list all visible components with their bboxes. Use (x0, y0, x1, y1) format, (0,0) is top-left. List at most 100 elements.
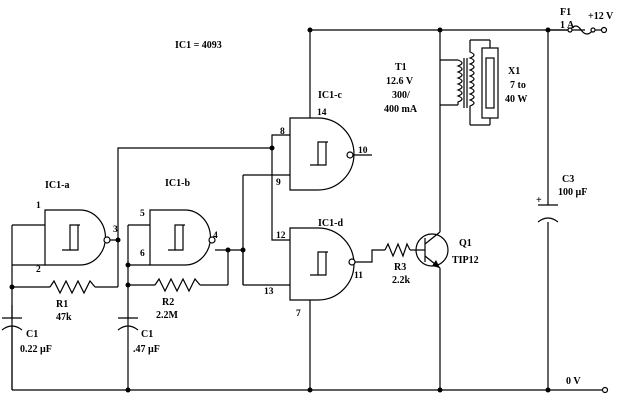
capacitor-c3 (537, 204, 559, 223)
junction-dot (307, 387, 313, 393)
junction-dot (125, 387, 131, 393)
gate-d-pin12: 12 (276, 231, 286, 241)
cap-plate-curved (537, 217, 559, 223)
gate-ic1-d (289, 227, 356, 301)
t1-name: T1 (395, 62, 407, 73)
gate-b-pin5: 5 (140, 209, 145, 219)
ic-note-label: IC1 = 4093 (175, 40, 222, 51)
supply-ground-label: 0 V (566, 376, 581, 387)
c3-value: 100 µF (558, 187, 587, 198)
junction-dot (437, 387, 443, 393)
a-to-c-pin8-wire (117, 147, 272, 240)
gate-c-pin8: 8 (280, 127, 285, 137)
junction-dot (545, 387, 551, 393)
gate-a-pin2: 2 (36, 265, 41, 275)
supply-terminal-icon (600, 26, 608, 34)
r3-value: 2.2k (392, 275, 411, 286)
schmitt-icon (168, 224, 185, 251)
fuse-name: F1 (560, 7, 571, 18)
c1b-name: C1 (141, 329, 153, 340)
capacitor-c1b (117, 317, 139, 331)
c3-polarity: + (536, 195, 542, 206)
gate-c-pin10: 10 (358, 146, 368, 156)
nand-body (44, 209, 107, 266)
nand-bubble (346, 151, 354, 159)
gate-a-pin1: 1 (36, 201, 41, 211)
junctions (9, 27, 551, 393)
schmitt-icon-part (318, 252, 327, 276)
transistor-q1 (415, 231, 449, 269)
x1-line2: 40 W (505, 94, 527, 105)
t1-line1: 12.6 V (386, 76, 414, 87)
schmitt-icon (310, 251, 328, 276)
gate-d-pin7: 7 (296, 309, 301, 319)
schmitt-icon-part (70, 225, 79, 251)
gate-c-pin14: 14 (317, 108, 327, 118)
pin8-wire (271, 134, 290, 148)
fuse-icon (569, 25, 594, 35)
gate-a-output-wire (110, 239, 119, 287)
c1a-value: 0.22 µF (20, 344, 52, 355)
gate-b-label: IC1-b (165, 178, 190, 189)
junction-dot (9, 284, 15, 290)
schmitt-icon (62, 224, 80, 251)
gate-b-pin6: 6 (140, 249, 145, 259)
r1-name: R1 (56, 299, 68, 310)
nand-body (149, 209, 212, 266)
schmitt-icon-part (175, 225, 184, 251)
junction-dot (115, 237, 121, 243)
pin12-wire (271, 148, 290, 241)
fuse-terminal (567, 27, 573, 33)
gate-a-label: IC1-a (45, 180, 69, 191)
gate-d-label: IC1-d (318, 218, 343, 229)
primary-coil (456, 59, 463, 105)
fuse-value: 1 A (560, 20, 575, 31)
resistor-r1 (49, 279, 96, 295)
nand-body (289, 117, 355, 191)
nand-bubble (103, 236, 111, 244)
pin11-wire (355, 249, 385, 263)
wires (11, 29, 605, 391)
r3-name: R3 (394, 262, 406, 273)
junction-dot (545, 27, 551, 33)
ground-terminal-icon (601, 386, 609, 394)
emitter-arrow-icon (432, 260, 440, 268)
q1-part: TIP12 (452, 255, 479, 266)
gate-ic1-b (149, 209, 216, 266)
c3-name: C3 (562, 174, 574, 185)
capacitor-c1a (1, 317, 23, 390)
junction-dot (437, 27, 443, 33)
r1-value: 47k (56, 312, 72, 323)
junction-dot (225, 247, 231, 253)
lamp-x1 (481, 40, 499, 125)
t1-line3: 400 mA (384, 104, 418, 115)
supply-positive-label: +12 V (588, 11, 614, 22)
fuse-terminal (590, 27, 596, 33)
gate-ic1-a (44, 209, 111, 266)
t1-line2: 300/ (392, 90, 410, 101)
gate-d-pin13: 13 (264, 287, 274, 297)
transformer-t1 (456, 40, 475, 125)
junction-dot (125, 262, 131, 268)
gate-c-label: IC1-c (318, 90, 342, 101)
junction-dot (307, 27, 313, 33)
resistor-r2 (154, 277, 201, 293)
gate-b-pin4: 4 (213, 231, 218, 241)
junction-dot (240, 247, 246, 253)
transistor-collector (424, 231, 441, 245)
gate-d-pin11: 11 (354, 271, 363, 281)
c1a-name: C1 (26, 329, 38, 340)
nand-bubble (208, 236, 216, 244)
r2-value: 2.2M (156, 310, 179, 321)
junction-dot (269, 145, 275, 151)
schmitt-icon-part (318, 142, 327, 166)
gate-a-pin3: 3 (113, 225, 118, 235)
gate-ic1-c (289, 117, 355, 191)
schmitt-icon (310, 141, 328, 166)
fuse-f1 (567, 25, 608, 35)
secondary-coil (468, 40, 475, 125)
r2-name: R2 (162, 297, 174, 308)
junction-dot (125, 282, 131, 288)
